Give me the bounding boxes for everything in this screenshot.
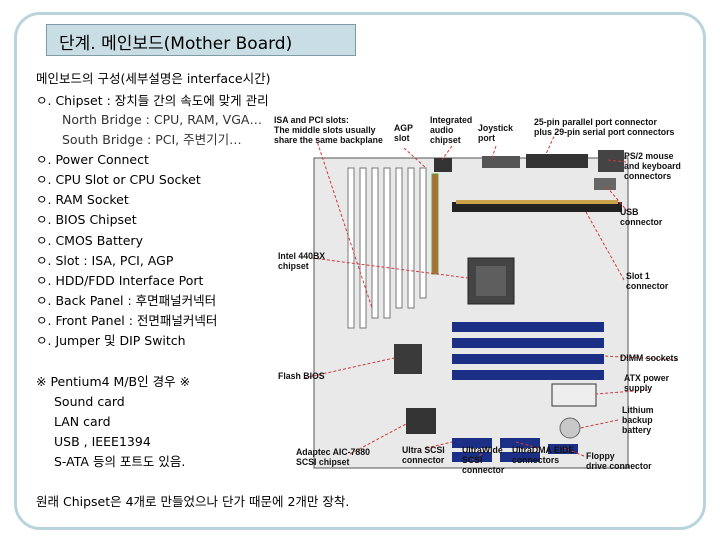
label-ultradma-eide: UltraDMA EIDE connectors xyxy=(512,445,575,466)
isa-pci-slots xyxy=(347,167,427,329)
south-bridge-text: South Bridge : PCI, 주변기기… xyxy=(62,132,242,147)
board-outline xyxy=(313,157,629,469)
list-item: ㅇ. Back Panel : 후면패널커넥터 xyxy=(36,293,217,308)
label-ultrawide-scsi: UltraWide SCSI connector xyxy=(462,445,505,476)
label-joystick-port: Joystick port xyxy=(478,123,513,144)
lithium-battery xyxy=(559,417,581,439)
pentium-item: LAN card xyxy=(54,414,111,429)
label-flash-bios: Flash BIOS xyxy=(278,371,325,382)
label-ps2-connectors: PS/2 mouse and keyboard connectors xyxy=(624,151,681,182)
label-intel-chipset: Intel 440BX chipset xyxy=(278,251,326,272)
north-bridge-text: North Bridge : CPU, RAM, VGA… xyxy=(62,112,262,127)
pentium-note: ※ Pentium4 M/B인 경우 ※ xyxy=(36,374,191,389)
pentium-item: Sound card xyxy=(54,394,125,409)
list-item: ㅇ. CPU Slot or CPU Socket xyxy=(36,172,201,187)
motherboard-diagram xyxy=(303,131,679,469)
label-agp-slot: AGP slot xyxy=(394,123,413,144)
list-item: ㅇ. Power Connect xyxy=(36,152,149,167)
page-title: 단계. 메인보드(Mother Board) xyxy=(59,34,293,54)
label-audio-chipset: Integrated audio chipset xyxy=(430,115,473,146)
agp-slot xyxy=(431,173,439,275)
usb-port xyxy=(594,178,616,190)
label-port-connectors: 25-pin parallel port connector plus 29-p… xyxy=(534,117,675,138)
eide-connector xyxy=(500,438,540,448)
chipset-line: ㅇ. Chipset : 장치들 간의 속도에 맞게 관리 xyxy=(36,93,269,108)
atx-power xyxy=(551,383,597,407)
audio-chip xyxy=(434,158,452,172)
list-item: ㅇ. Slot : ISA, PCI, AGP xyxy=(36,253,174,268)
label-floppy-connector: Floppy drive connector xyxy=(586,451,652,472)
pentium-item: USB , IEEE1394 xyxy=(54,434,151,449)
list-item: ㅇ. Jumper 및 DIP Switch xyxy=(36,333,186,348)
label-dimm-sockets: DIMM sockets xyxy=(620,353,679,364)
list-item: ㅇ. RAM Socket xyxy=(36,192,129,207)
dimm-sockets xyxy=(452,322,604,380)
ultrawide-connector xyxy=(452,452,492,462)
floppy-connector xyxy=(548,444,578,454)
list-item: ㅇ. CMOS Battery xyxy=(36,233,143,248)
label-usb-connector: USB connector xyxy=(620,207,663,228)
label-lithium-battery: Lithium backup battery xyxy=(622,405,654,436)
eide-connector-2 xyxy=(500,452,540,462)
label-isa-pci-slots: ISA and PCI slots: The middle slots usua… xyxy=(274,115,383,146)
flash-bios xyxy=(394,344,422,374)
ps2-port xyxy=(598,150,624,172)
slot1-connector xyxy=(452,202,622,212)
parallel-port xyxy=(526,154,588,168)
label-atx-power: ATX power supply xyxy=(624,373,670,394)
label-slot1-connector: Slot 1 connector xyxy=(626,271,669,292)
label-ultra-scsi: Ultra SCSI connector xyxy=(402,445,445,466)
list-item: ㅇ. HDD/FDD Interface Port xyxy=(36,273,204,288)
label-adaptec-chipset: Adaptec AIC-7880 SCSI chipset xyxy=(296,447,371,468)
ultra-scsi-connector xyxy=(452,438,492,448)
title-box: 단계. 메인보드(Mother Board) xyxy=(46,24,356,56)
list-item: ㅇ. BIOS Chipset xyxy=(36,212,137,227)
adaptec-chip xyxy=(406,408,436,434)
section-heading: 메인보드의 구성(세부설명은 interface시간) xyxy=(36,71,271,86)
list-item: ㅇ. Front Panel : 전면패널커넥터 xyxy=(36,313,218,328)
slide-frame xyxy=(14,12,706,530)
serial-port xyxy=(482,156,520,168)
pentium-item: S-ATA 등의 포트도 있음. xyxy=(54,454,186,469)
footer-note: 원래 Chipset은 4개로 만들었으나 단가 때문에 2개만 장착. xyxy=(36,494,350,509)
